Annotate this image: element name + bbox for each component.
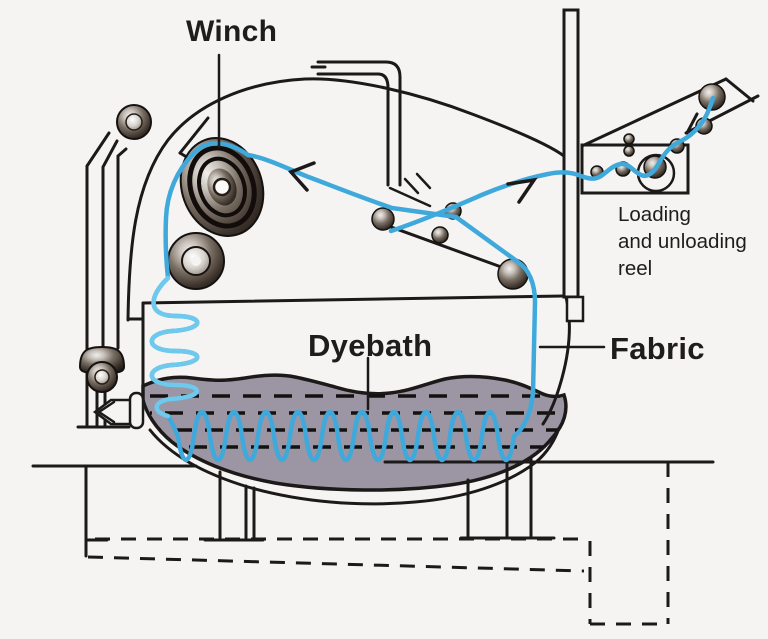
winch-hub xyxy=(212,177,232,197)
foundation-dashed-outline xyxy=(87,462,670,626)
loading-reel-frame xyxy=(580,77,760,195)
valve-hub xyxy=(94,369,110,385)
direction-arrow-left xyxy=(288,161,316,192)
loading-reel-label: Loading and unloading reel xyxy=(618,203,747,280)
inner-trough xyxy=(141,294,566,394)
guide-bar xyxy=(378,221,517,274)
machine-legs xyxy=(203,456,556,542)
fabric-coil xyxy=(149,275,200,419)
dyebath-label: Dyebath xyxy=(308,328,432,363)
drain-valve xyxy=(78,345,145,430)
inlet-pipe-arm xyxy=(76,131,131,429)
spray-pipe xyxy=(310,60,432,208)
feed-roller xyxy=(167,232,225,290)
fabric-label: Fabric xyxy=(610,331,705,366)
valve-nozzle-inner xyxy=(96,400,116,424)
winch-label: Winch xyxy=(186,15,277,48)
support-post xyxy=(562,8,585,323)
machine-shell-bottom xyxy=(148,426,561,506)
direction-arrow-right xyxy=(506,177,538,204)
machine-shell-dome xyxy=(126,77,566,322)
loading-reel-label-line1: Loading xyxy=(618,203,691,226)
loading-reel-label-line3: reel xyxy=(618,257,652,280)
loading-reel-label-line2: and unloading xyxy=(618,230,747,253)
winch-drum xyxy=(179,137,265,237)
left-support xyxy=(84,464,109,558)
valve-flange xyxy=(128,391,145,430)
